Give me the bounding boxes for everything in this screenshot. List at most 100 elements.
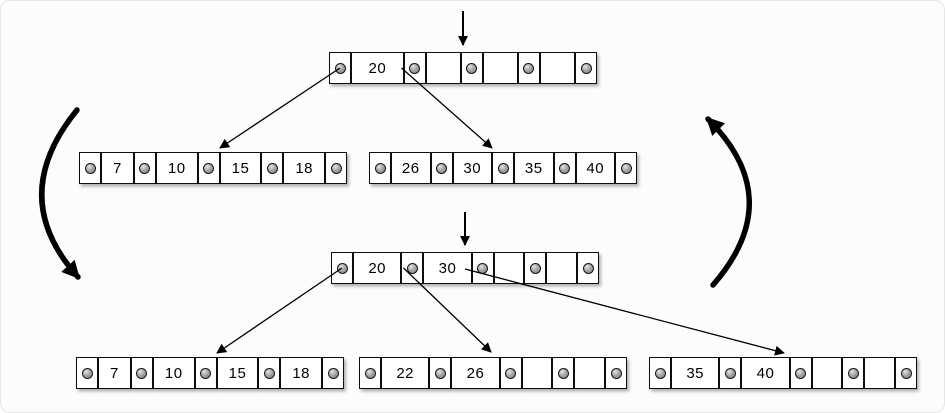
pointer-dot-icon	[364, 367, 376, 379]
pointer-dot-icon	[84, 162, 96, 174]
btree-node-leaf-before-right: 26 30 35 40	[369, 152, 637, 184]
key-cell: 35	[514, 152, 554, 184]
key-cell: 40	[741, 357, 790, 389]
pointer-cell	[401, 252, 424, 284]
pointer-cell	[76, 357, 98, 389]
key-cell: 15	[219, 152, 262, 184]
btree-node-leaf-after-right: 35 40	[649, 357, 917, 389]
key-cell: 26	[451, 357, 500, 389]
pointer-cell	[719, 357, 742, 389]
pointer-dot-icon	[203, 162, 215, 174]
pointer-dot-icon	[374, 162, 386, 174]
pointer-cell	[517, 52, 540, 84]
pointer-dot-icon	[900, 367, 912, 379]
key-cell: 30	[452, 152, 492, 184]
key-cell: 26	[391, 152, 431, 184]
key-cell	[425, 52, 461, 84]
pointer-dot-icon	[523, 62, 535, 74]
pointer-cell	[553, 152, 576, 184]
pointer-dot-icon	[200, 367, 212, 379]
key-cell: 18	[283, 152, 326, 184]
pointer-cell	[403, 52, 426, 84]
key-cell: 35	[671, 357, 720, 389]
pointer-cell	[130, 357, 153, 389]
pointer-dot-icon	[436, 162, 447, 174]
pointer-cell	[359, 357, 381, 389]
pointer-dot-icon	[334, 62, 346, 74]
key-cell	[811, 357, 843, 389]
btree-node-root-before: 20	[329, 52, 597, 84]
pointer-cell	[79, 152, 101, 184]
pointer-cell	[649, 357, 671, 389]
pointer-dot-icon	[466, 62, 478, 74]
pointer-dot-icon	[610, 367, 622, 379]
pointer-dot-icon	[136, 367, 148, 379]
pointer-dot-icon	[529, 262, 541, 274]
key-cell: 10	[155, 152, 198, 184]
pointer-dot-icon	[724, 367, 736, 379]
pointer-dot-icon	[81, 367, 93, 379]
pointer-dot-icon	[505, 367, 517, 379]
pointer-cell	[430, 152, 453, 184]
pointer-dot-icon	[477, 262, 489, 274]
pointer-dot-icon	[409, 62, 421, 74]
key-cell	[493, 252, 525, 284]
key-cell: 40	[575, 152, 615, 184]
pointer-dot-icon	[497, 162, 509, 174]
pointer-cell	[492, 152, 514, 184]
pointer-cell	[842, 357, 865, 389]
child-pointer-arrow-after-left	[216, 267, 343, 354]
key-cell: 20	[353, 252, 402, 284]
pointer-dot-icon	[795, 367, 807, 379]
key-cell	[539, 52, 575, 84]
key-cell	[864, 357, 895, 389]
key-cell	[482, 52, 518, 84]
pointer-cell	[524, 252, 547, 284]
pointer-cell	[133, 152, 156, 184]
pointer-cell	[577, 252, 599, 284]
pointer-dot-icon	[582, 262, 594, 274]
key-cell	[546, 252, 577, 284]
pointer-cell	[575, 52, 597, 84]
key-cell: 7	[98, 357, 131, 389]
pointer-cell	[261, 152, 284, 184]
pointer-cell	[194, 357, 217, 389]
pointer-cell	[325, 152, 348, 184]
key-cell: 10	[152, 357, 195, 389]
pointer-dot-icon	[580, 62, 592, 74]
cycle-arrow-right-up	[705, 116, 752, 288]
pointer-dot-icon	[139, 162, 151, 174]
pointer-cell	[615, 152, 637, 184]
pointer-cell	[197, 152, 220, 184]
pointer-cell	[605, 357, 627, 389]
pointer-cell	[258, 357, 281, 389]
child-pointer-arrow-before-left	[219, 67, 341, 149]
key-cell: 30	[423, 252, 472, 284]
key-cell: 20	[351, 52, 404, 84]
cycle-arrow-left-down	[39, 107, 81, 280]
key-cell	[521, 357, 553, 389]
key-cell: 7	[101, 152, 134, 184]
key-cell	[574, 357, 605, 389]
pointer-dot-icon	[336, 262, 348, 274]
pointer-dot-icon	[406, 262, 418, 274]
pointer-cell	[429, 357, 452, 389]
pointer-cell	[471, 252, 494, 284]
pointer-dot-icon	[327, 367, 339, 379]
pointer-dot-icon	[559, 162, 570, 174]
pointer-cell	[789, 357, 812, 389]
pointer-cell	[322, 357, 345, 389]
pointer-dot-icon	[654, 367, 666, 379]
pointer-cell	[331, 252, 353, 284]
pointer-cell	[460, 52, 483, 84]
pointer-cell	[552, 357, 575, 389]
pointer-cell	[895, 357, 917, 389]
pointer-cell	[369, 152, 391, 184]
pointer-dot-icon	[434, 367, 446, 379]
pointer-dot-icon	[557, 367, 569, 379]
pointer-dot-icon	[620, 162, 632, 174]
